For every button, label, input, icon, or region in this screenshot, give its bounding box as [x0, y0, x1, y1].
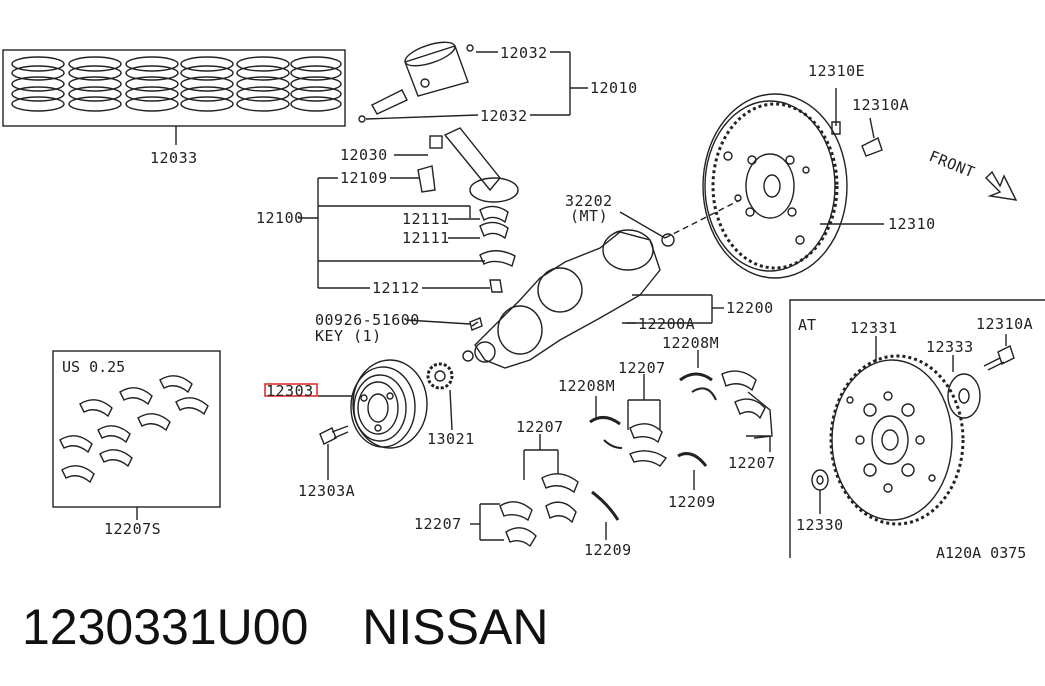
label-12200a: 12200A [638, 315, 695, 333]
label-32202-mt: (MT) [570, 207, 608, 225]
label-front: FRONT [927, 147, 978, 182]
connecting-rod [417, 127, 519, 293]
label-12310: 12310 [888, 215, 936, 233]
label-13021: 13021 [427, 430, 475, 448]
label-key-part: 00926-51600 [315, 311, 420, 329]
pilot-bushing [811, 469, 829, 491]
label-key: KEY (1) [315, 327, 382, 345]
crankshaft [462, 229, 675, 369]
crank-pulley [350, 359, 428, 449]
label-12207-c: 12207 [516, 418, 564, 436]
label-12207-b: 12207 [728, 454, 776, 472]
reinforcement-plate [947, 373, 981, 419]
label-12032-top: 12032 [500, 44, 548, 62]
piston-rings [11, 56, 342, 112]
highlight-box [264, 383, 318, 397]
brand-name: NISSAN [362, 599, 549, 655]
timing-sprocket [426, 362, 454, 390]
label-12333: 12333 [926, 338, 974, 356]
part-caption: 1230331U00 NISSAN [22, 598, 548, 656]
flywheel [702, 93, 848, 279]
drive-plate-bolt [983, 345, 1015, 371]
pulley-bolt [319, 425, 349, 480]
label-12207s: 12207S [104, 520, 161, 538]
piston [358, 41, 474, 123]
label-at: AT [798, 316, 816, 334]
label-12207-a: 12207 [618, 359, 666, 377]
diagram-svg: 12032 12010 12032 12033 12030 12109 1210… [2, 41, 1045, 562]
label-12310a: 12310A [852, 96, 909, 114]
main-bearings [499, 370, 773, 548]
label-12310e: 12310E [808, 62, 865, 80]
drive-plate [829, 354, 965, 526]
label-12200: 12200 [726, 299, 774, 317]
undersize-bearings [59, 375, 209, 484]
label-us-025: US 0.25 [62, 358, 125, 376]
label-12109: 12109 [340, 169, 388, 187]
label-12111-b: 12111 [402, 229, 450, 247]
label-12032-bottom: 12032 [480, 107, 528, 125]
label-12209-b: 12209 [584, 541, 632, 559]
label-12331: 12331 [850, 319, 898, 337]
label-12111-a: 12111 [402, 210, 450, 228]
label-12208m-b: 12208M [558, 377, 615, 395]
piston-rings-box [2, 49, 346, 127]
label-12208m-a: 12208M [662, 334, 719, 352]
label-12030: 12030 [340, 146, 388, 164]
label-12330: 12330 [796, 516, 844, 534]
label-12033: 12033 [150, 149, 198, 167]
at-box [789, 299, 1045, 558]
label-12112: 12112 [372, 279, 420, 297]
label-diagram-code: A120A 0375 [936, 544, 1026, 562]
part-number: 1230331U00 [22, 599, 309, 655]
label-12100: 12100 [256, 209, 304, 227]
label-12303a: 12303A [298, 482, 355, 500]
label-12209-a: 12209 [668, 493, 716, 511]
label-32202: 32202 [565, 192, 613, 210]
label-12303: 12303 [266, 382, 314, 400]
front-arrow [985, 170, 1018, 201]
label-12010: 12010 [590, 79, 638, 97]
label-12310a-at: 12310A [976, 315, 1033, 333]
label-12207-d: 12207 [414, 515, 462, 533]
